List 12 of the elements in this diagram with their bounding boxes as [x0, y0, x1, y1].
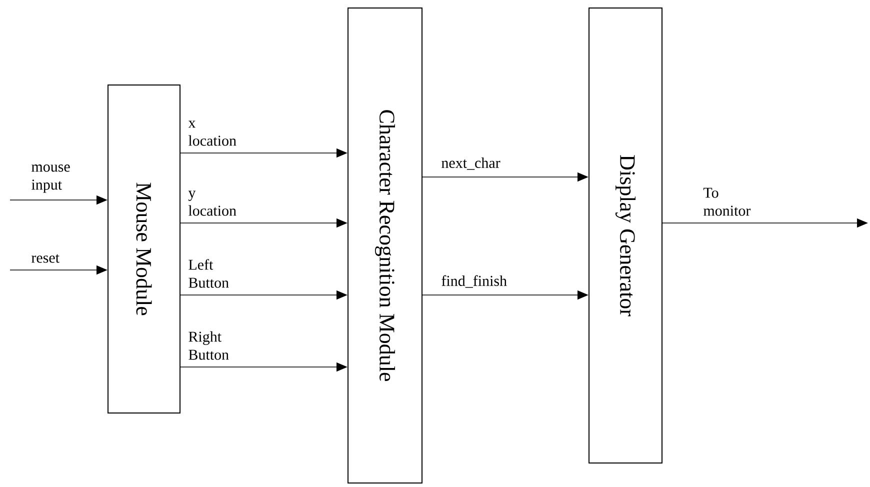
- edge-label: next_char: [442, 157, 500, 170]
- module-box: Mouse Module: [108, 84, 180, 414]
- edge-label: find_finish: [442, 275, 507, 288]
- edge-label: x location: [188, 120, 236, 146]
- edge-label: To monitor: [703, 188, 751, 216]
- edge-label: mouse input: [32, 164, 70, 193]
- module-box: Display Generator: [588, 8, 662, 464]
- edge-label: reset: [32, 254, 60, 263]
- edge-label: Right Button: [188, 331, 229, 360]
- edge-label: y location: [188, 190, 236, 216]
- edge-label: Left Button: [188, 259, 229, 288]
- module-box: Character Recognition Module: [348, 8, 422, 484]
